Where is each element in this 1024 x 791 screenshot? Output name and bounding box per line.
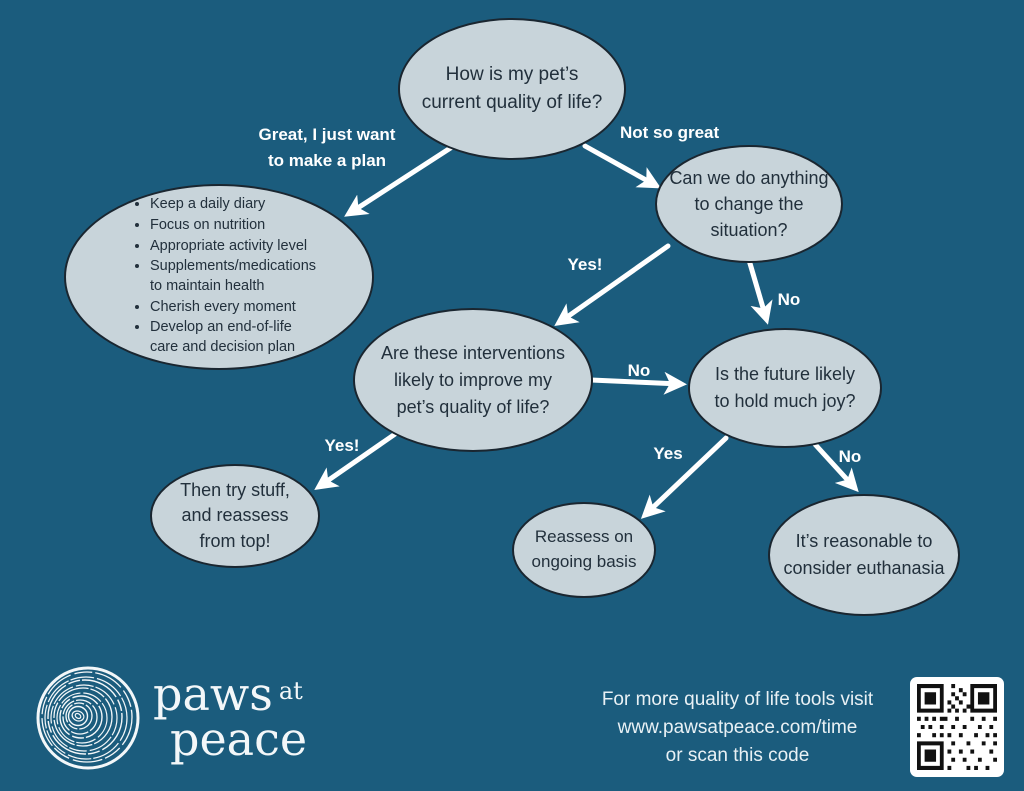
plan-item: Appropriate activity level [150,237,316,257]
node-try-stuff-text: Then try stuff, and reassess from top! [180,480,290,551]
arrow-change-to-future [746,257,773,325]
edge-label-no-interventions: No [627,361,651,380]
node-reassess: Reassess on ongoing basis [512,502,656,598]
node-current-quality-text: How is my pet’s current quality of life? [421,63,603,114]
edge-label-yes-future: Yes [653,444,683,463]
footer-note-line1: For more quality of life tools visit [601,689,874,710]
node-euthanasia-text: It’s reasonable to consider euthanasia [783,531,945,578]
qr-code-icon [910,677,1004,777]
brand-word-paws: paws [153,667,273,721]
plan-item: Supplements/medications to maintain heal… [150,257,316,296]
node-current-quality: How is my pet’s current quality of life? [398,18,626,160]
edge-label-great-plan: Great, I just want to make a plan [258,125,396,170]
node-euthanasia: It’s reasonable to consider euthanasia [768,494,960,616]
arrow-quality-to-change [582,143,662,189]
tree-rings-logo-icon [36,666,140,770]
footer-note-line3: or scan this code [665,744,810,766]
node-reassess-text: Reassess on ongoing basis [531,527,637,571]
edge-label-not-so-great: Not so great [620,123,720,142]
plan-item: Keep a daily diary [150,195,316,215]
node-can-we-change-text: Can we do anything to change the situati… [669,167,829,241]
node-future-joy: Is the future likely to hold much joy? [688,328,882,448]
node-future-joy-text: Is the future likely to hold much joy? [714,364,856,411]
footer-url: www.pawsatpeace.com/time [617,716,858,738]
plan-item: Cherish every moment [150,298,316,318]
qr-code-pattern [917,684,997,770]
brand-word-at: at [278,677,303,705]
node-try-stuff: Then try stuff, and reassess from top! [150,464,320,568]
brand-word-peace: peace [170,712,308,767]
plan-item: Focus on nutrition [150,216,316,236]
node-can-we-change: Can we do anything to change the situati… [655,145,843,263]
node-interventions: Are these interventions likely to improv… [353,308,593,452]
edge-label-yes-interventions: Yes! [324,436,360,455]
node-interventions-text: Are these interventions likely to improv… [380,342,566,417]
plan-item: Develop an end-of-life care and decision… [150,318,316,357]
edge-label-no-future: No [838,447,862,466]
footer-note: For more quality of life tools visit www… [545,686,930,770]
node-plan-checklist: Keep a daily diary Focus on nutrition Ap… [64,184,374,370]
edge-label-yes-change: Yes! [567,255,603,274]
edge-label-no-change: No [777,290,801,309]
plan-bullet-list: Keep a daily diary Focus on nutrition Ap… [122,195,316,359]
